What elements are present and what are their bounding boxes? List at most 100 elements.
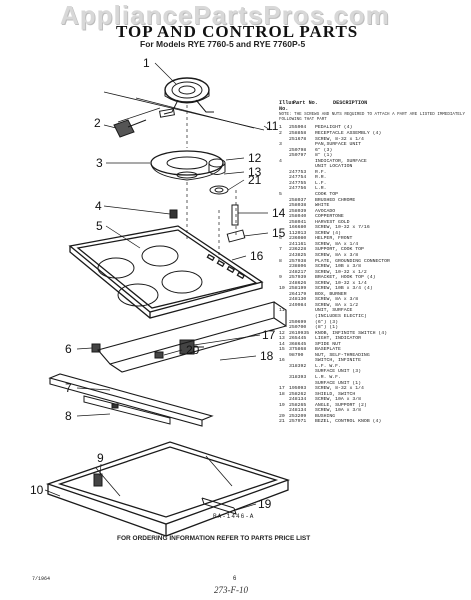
part-description: SCREW, 10B x 3/4 (4) (315, 286, 373, 292)
part-illus-no: 3 (279, 142, 282, 148)
part-description: HARVEST GOLD (315, 219, 350, 225)
part-description: SCREW, 8-32 x 1/4 (315, 136, 364, 142)
part-description: SCREW, 8A x 3/8 (315, 297, 359, 303)
callout-8: 8 (65, 409, 72, 423)
header-part-no: Part No. (293, 100, 318, 106)
part-description: SWITCH, INFINITE (315, 358, 362, 364)
part-number: 375868 (289, 347, 307, 353)
part-description: COOK TOP (315, 191, 339, 197)
callout-16: 16 (250, 249, 264, 263)
part-illus-no: 5 (279, 191, 282, 197)
part-illus-no: 7 (279, 247, 282, 253)
part-number: 250700 (289, 325, 307, 331)
callout-9: 9 (97, 451, 104, 465)
part-description: BEZEL, CONTROL KNOB (4) (315, 419, 382, 425)
burner-box (45, 441, 291, 537)
part-description: BASEPLATE (315, 347, 341, 353)
part-description: SUPPORT, COOK TOP (315, 247, 364, 253)
part-number: 247755 (289, 180, 307, 186)
part-description: UNIT, SURFACE (315, 308, 353, 314)
part-description: SCREW (4) (315, 230, 341, 236)
part-number: 236228 (289, 247, 307, 253)
page-title: TOP AND CONTROL PARTS (116, 22, 359, 41)
part-description: NUT, SELF-THREADING (315, 352, 370, 358)
part-number: 258265 (289, 402, 307, 408)
part-illus-no: 20 (279, 413, 285, 419)
parts-list-row: 250798 6" (3) (279, 148, 469, 154)
part-description: HELPER, FRONT (315, 236, 353, 242)
part-number: 251678 (289, 136, 307, 142)
part-number: 248217 (289, 269, 307, 275)
header-description: DESCRIPTION (333, 100, 368, 106)
callout-5: 5 (96, 219, 103, 233)
part-illus-no: 11 (279, 308, 285, 314)
parts-list: Illus. No. Part No. DESCRIPTION NOTE: TH… (279, 100, 469, 425)
part-description: 6" (3) (315, 147, 333, 153)
part-description: UNIT LOCATION (315, 164, 353, 170)
part-description: LIGHT, INDICATOR (315, 336, 362, 342)
part-description: 8" (1) (315, 153, 333, 159)
parts-list-row: 7 236228 SUPPORT, COOK TOP (279, 247, 469, 253)
callout-1: 1 (143, 56, 150, 70)
part-description: SURFACE UNIT (3) (315, 369, 362, 375)
part-illus-no: 15 (279, 347, 285, 353)
part-illus-no: 4 (279, 158, 282, 164)
parts-list-row: 15 375868 BASEPLATE (279, 347, 469, 353)
switch-stem (226, 204, 246, 243)
part-number: 236080 (289, 236, 307, 242)
part-number: 195093 (289, 386, 307, 392)
part-number: 248130 (289, 297, 307, 303)
part-description: PLATE, GROUNDING CONNECTOR (315, 258, 390, 264)
cook-top-support (48, 373, 214, 427)
part-number: 368645 (289, 341, 307, 347)
hook-bracket (93, 473, 103, 487)
part-illus-no: 17 (279, 386, 285, 392)
callout-19: 19 (258, 497, 272, 511)
callout-leaders (44, 62, 271, 511)
part-illus-no: 12 (279, 330, 285, 336)
part-description: R.R. (315, 175, 327, 181)
print-date: 7/1964 (32, 576, 51, 582)
watermark: AppliancePartsPros.com (60, 0, 390, 30)
part-description: SURFACE UNIT (1) (315, 380, 362, 386)
parts-list-row: 251678 SCREW, 8-32 x 1/4 (279, 137, 469, 143)
part-description: SCREW, 8A x 1/2 (315, 302, 359, 308)
handwritten-note: 273-F-10 (214, 585, 248, 595)
part-illus-no: 1 (279, 125, 282, 131)
parts-list-row: 98790 NUT, SELF-THREADING (279, 353, 469, 359)
part-number: 248134 (289, 397, 307, 403)
callout-7: 7 (65, 381, 72, 395)
part-number: 238806 (289, 264, 307, 270)
part-number: 98790 (289, 352, 304, 358)
parts-list-row: 250700(8") (1) (279, 325, 469, 331)
callout-17: 17 (262, 328, 276, 342)
part-number: 250798 (289, 147, 307, 153)
part-description: R.F. (315, 169, 327, 175)
part-number: 264179 (289, 291, 307, 297)
callout-13: 13 (248, 165, 262, 179)
part-number: 257939 (289, 275, 307, 281)
part-description: BRACKET, HOOK TOP (4) (315, 275, 376, 281)
part-illus-no: 14 (279, 341, 285, 347)
